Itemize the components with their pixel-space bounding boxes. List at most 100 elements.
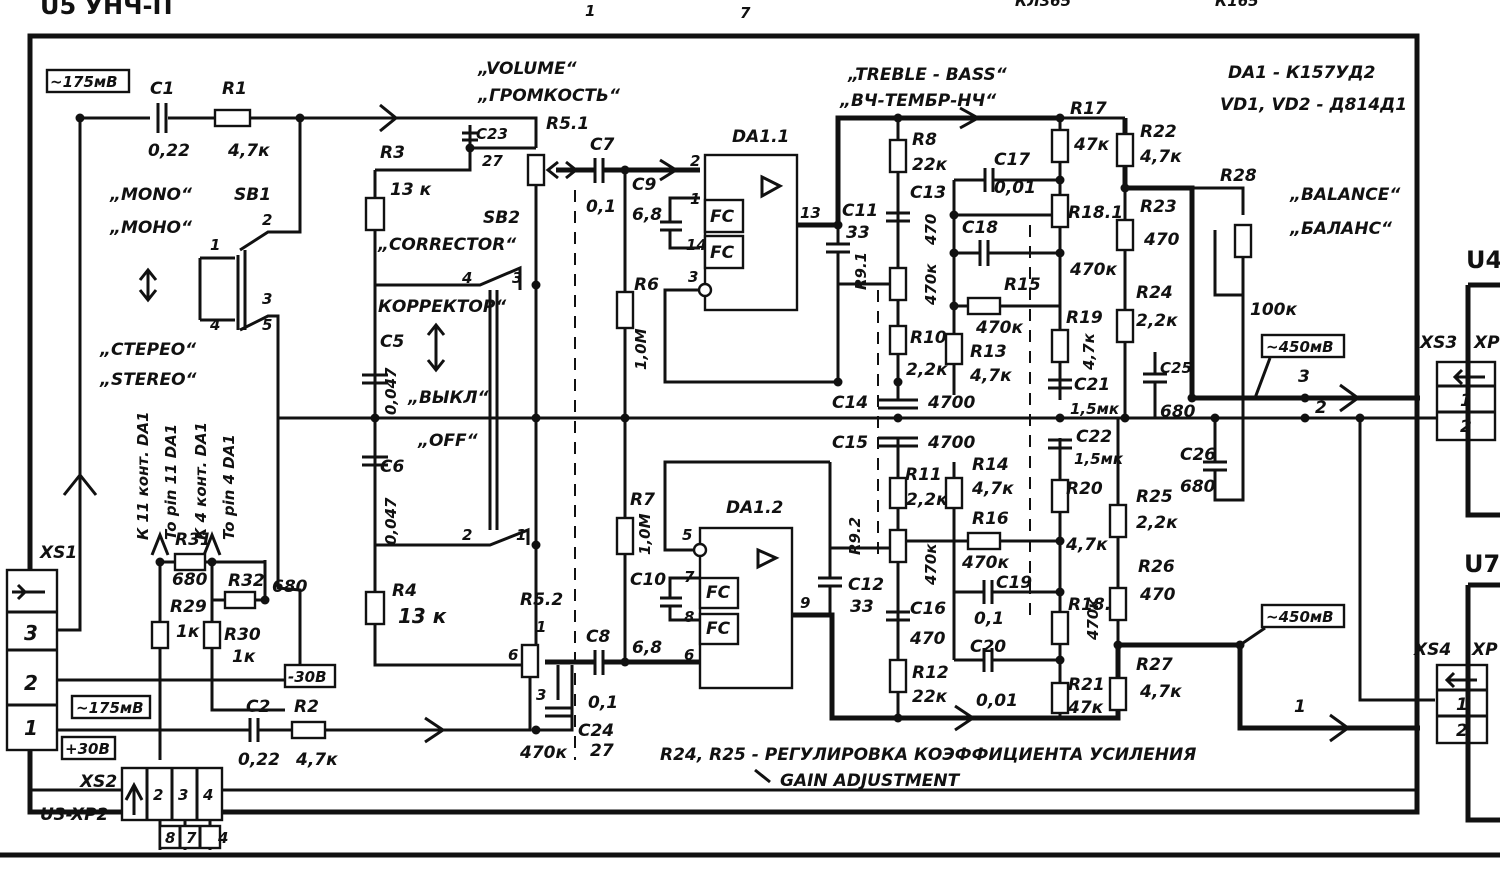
sb2-pin1: 1 bbox=[516, 526, 526, 544]
xs3-wire-2: 2 bbox=[1315, 398, 1327, 418]
fc-2: FC bbox=[710, 243, 735, 263]
c10-value: 6,8 bbox=[632, 638, 662, 658]
xp-a-label: XP bbox=[1473, 333, 1500, 353]
c2-value: 0,22 bbox=[238, 750, 280, 770]
xp2-pins-box bbox=[158, 824, 222, 850]
c2-plates bbox=[248, 718, 260, 742]
u7-label: U7 bbox=[1464, 550, 1500, 578]
xs2-label: XS2 bbox=[79, 772, 117, 792]
r5-2-pin3: 3 bbox=[536, 686, 546, 704]
r11-body bbox=[888, 476, 908, 510]
r32-label: R32 bbox=[228, 571, 265, 591]
r9-2-label: R9.2 bbox=[846, 517, 864, 555]
da1-2-amp-symbol bbox=[756, 547, 780, 570]
gain-note-leader bbox=[754, 768, 771, 784]
xs1-connector-symbol bbox=[12, 583, 45, 601]
r15-body bbox=[966, 296, 1002, 316]
volume-wiper-arrows bbox=[545, 160, 579, 180]
r3-value: 13 к bbox=[390, 180, 432, 200]
wire-xs1-pin2 bbox=[57, 418, 302, 682]
c25-value: 680 bbox=[1160, 402, 1196, 422]
da1-1-pin13: 13 bbox=[800, 204, 821, 222]
xs3-label: XS3 bbox=[1419, 333, 1457, 353]
level-in-top: ~175мВ bbox=[50, 73, 118, 91]
junction bbox=[1055, 175, 1065, 185]
junction bbox=[620, 165, 630, 175]
r11-value: 2,2к bbox=[906, 490, 948, 510]
wire-r28 bbox=[1213, 230, 1245, 502]
xs3-wire-3: 3 bbox=[1298, 367, 1310, 387]
da1-2-pin6: 6 bbox=[684, 646, 694, 664]
chip-note-vd: VD1, VD2 - Д814Д1 bbox=[1220, 95, 1407, 115]
xs4-connector-symbol bbox=[1444, 671, 1477, 689]
r9-2-body bbox=[888, 528, 908, 564]
junction bbox=[1055, 587, 1065, 597]
c24-value: 27 bbox=[590, 741, 614, 761]
junction bbox=[1055, 113, 1065, 123]
xs1-label: XS1 bbox=[39, 543, 77, 563]
xp-b-label: XP bbox=[1471, 640, 1498, 660]
plus-v: +30В bbox=[65, 740, 110, 758]
junction bbox=[207, 557, 217, 567]
sheet-title: U5 УНЧ-П bbox=[40, 0, 173, 20]
r10-body bbox=[888, 324, 908, 356]
junction bbox=[75, 113, 85, 123]
c10 bbox=[660, 576, 700, 622]
off-en: „OFF“ bbox=[417, 431, 479, 451]
r12-label: R12 bbox=[912, 663, 949, 683]
arrow-top-signal bbox=[379, 103, 399, 133]
r5-1-body bbox=[526, 153, 546, 187]
r31-body bbox=[173, 552, 207, 572]
da1-1-pin2: 2 bbox=[690, 152, 700, 170]
r18-2-body bbox=[1050, 610, 1070, 646]
junction bbox=[893, 377, 903, 387]
da1-2-invert-dot bbox=[692, 542, 708, 558]
c19 bbox=[954, 580, 1060, 604]
arrow-xs1 bbox=[62, 472, 98, 496]
r23-value: 470 bbox=[1143, 230, 1180, 250]
c18-label: C18 bbox=[962, 218, 998, 238]
r22-body bbox=[1115, 132, 1135, 168]
junction bbox=[1235, 640, 1245, 650]
r9-1-label: R9.1 bbox=[852, 252, 870, 290]
r6-body bbox=[615, 290, 635, 330]
c13-label: C13 bbox=[910, 183, 946, 203]
r10-label: R10 bbox=[910, 328, 947, 348]
r7-label: R7 bbox=[630, 490, 655, 510]
junction bbox=[1120, 183, 1130, 193]
xs1-pin2: 2 bbox=[24, 671, 38, 695]
r2-body bbox=[290, 720, 327, 740]
xs1-body bbox=[5, 568, 59, 752]
c9-label: C9 bbox=[632, 175, 656, 195]
c15-plates bbox=[878, 436, 918, 448]
da1-1-fc1 bbox=[703, 198, 745, 234]
level-in-bottom: ~175мВ bbox=[76, 699, 144, 717]
r1-value: 4,7к bbox=[227, 141, 270, 161]
r5-2-value: 470к bbox=[519, 743, 567, 763]
c24-label: C24 bbox=[578, 721, 614, 741]
r30-label: R30 bbox=[224, 625, 261, 645]
c21-value: 1,5мк bbox=[1070, 400, 1120, 418]
r25-value: 2,2к bbox=[1136, 513, 1178, 533]
level-box-in-top bbox=[45, 68, 131, 94]
junction bbox=[833, 377, 843, 387]
r23-label: R23 bbox=[1140, 197, 1177, 217]
gain-note-ru: R24, R25 - РЕГУЛИРОВКА КОЭФФИЦИЕНТА УСИЛ… bbox=[660, 745, 1196, 765]
r28-value: 100к bbox=[1250, 300, 1297, 320]
c23-value: 27 bbox=[482, 152, 503, 170]
sb1-pin4: 4 bbox=[209, 316, 220, 334]
corrector-ru: КОРРЕКТОР“ bbox=[378, 297, 507, 317]
r18-1-body bbox=[1050, 193, 1070, 229]
r18-1-label: R18.1 bbox=[1068, 203, 1123, 223]
r23-body bbox=[1115, 218, 1135, 252]
da1-1-pin3: 3 bbox=[688, 268, 698, 286]
xs2-dividers bbox=[145, 768, 199, 820]
junctions bbox=[75, 113, 1365, 735]
c10-label: C10 bbox=[630, 570, 666, 590]
supply-arrows bbox=[150, 530, 222, 556]
junction bbox=[155, 557, 165, 567]
r16-body bbox=[966, 531, 1002, 551]
c25 bbox=[1143, 352, 1167, 418]
c17-plates bbox=[983, 168, 995, 192]
